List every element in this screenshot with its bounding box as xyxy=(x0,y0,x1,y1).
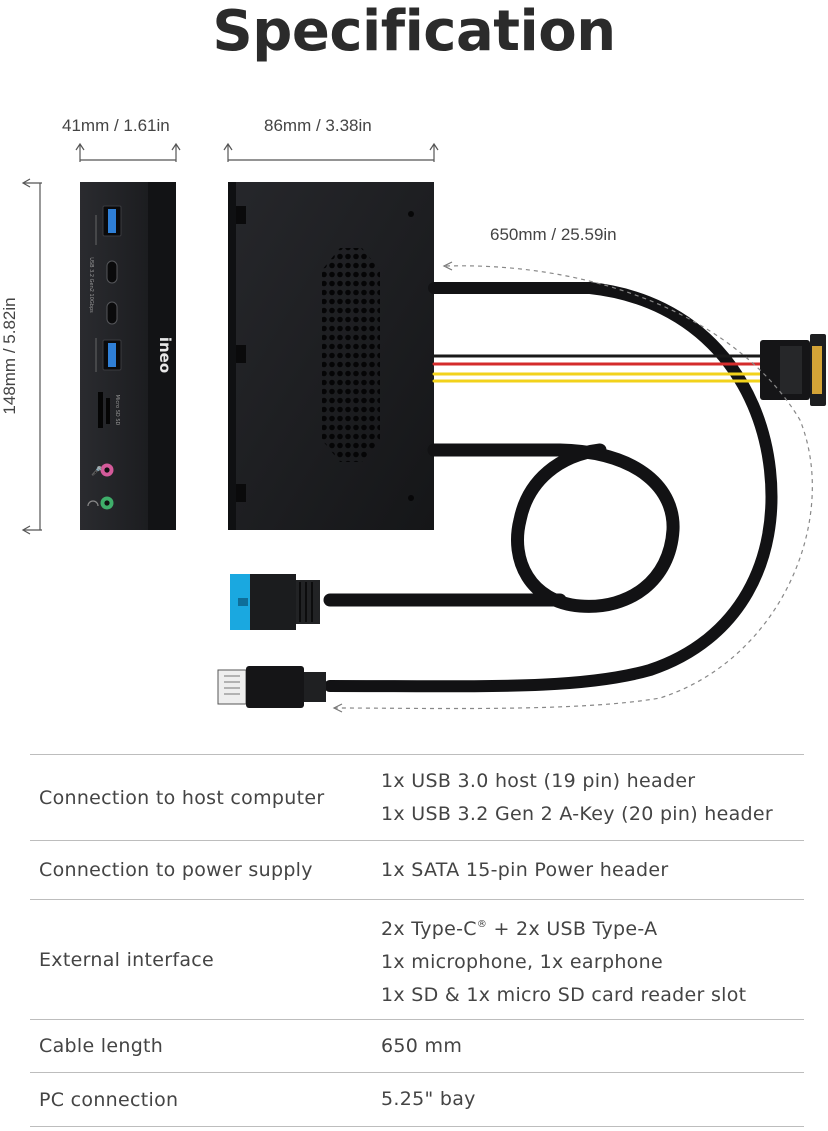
table-row: Cable length 650 mm xyxy=(30,1019,804,1073)
usb-c-port-2 xyxy=(106,301,118,325)
cable-length-indicator xyxy=(332,261,813,713)
usb-20pin-cable xyxy=(427,443,680,613)
ventilation-grille xyxy=(322,248,380,462)
usb-19pin-cable xyxy=(324,282,778,693)
cables xyxy=(323,282,778,693)
usb-a-port-bottom xyxy=(102,339,122,371)
registered-mark: ® xyxy=(476,918,488,930)
spec-label: Cable length xyxy=(39,1035,164,1057)
height-dimension-line xyxy=(21,178,42,535)
table-row: PC connection 5.25" bay xyxy=(30,1072,804,1127)
product-diagram: ineo USB 3.2 Gen2 10Gbps Micro SD SD 🎤 xyxy=(21,142,826,713)
specification-table: Connection to host computer 1x USB 3.0 h… xyxy=(30,754,804,1127)
brand-logo: ineo xyxy=(156,337,174,373)
spec-value: 5.25" bay xyxy=(381,1088,476,1110)
spec-value: 2x Type-C® + 2x USB Type-A 1x microphone… xyxy=(381,917,747,1006)
sata-power-connector xyxy=(760,334,826,406)
sd-card-slot xyxy=(98,392,110,428)
usb-20pin-key-a-connector xyxy=(217,666,326,708)
depth-dimension-line xyxy=(75,142,181,162)
usb-19pin-header-connector xyxy=(230,574,320,630)
depth-dimension-label: 41mm / 1.61in xyxy=(62,116,170,135)
front-panel: ineo USB 3.2 Gen2 10Gbps Micro SD SD 🎤 xyxy=(80,182,176,530)
cable-length-dimension-label: 650mm / 25.59in xyxy=(490,225,617,244)
width-dimension-line xyxy=(223,142,439,162)
spec-value: 650 mm xyxy=(381,1034,463,1057)
spec-label: Connection to host computer xyxy=(39,786,325,809)
width-dimension-label: 86mm / 3.38in xyxy=(264,116,372,135)
bay-housing xyxy=(228,182,434,530)
page-title: Specification xyxy=(212,0,616,64)
table-row: Connection to host computer 1x USB 3.0 h… xyxy=(30,754,804,841)
earphone-icon xyxy=(87,500,99,507)
spec-value: 1x SATA 15-pin Power header xyxy=(381,858,669,881)
microphone-icon: 🎤 xyxy=(91,465,102,477)
table-row: Connection to power supply 1x SATA 15-pi… xyxy=(30,840,804,900)
usb-port-label: USB 3.2 Gen2 10Gbps xyxy=(88,257,94,313)
table-row: External interface 2x Type-C® + 2x USB T… xyxy=(30,899,804,1020)
usb-a-port-top xyxy=(102,205,122,237)
spec-value: 1x USB 3.0 host (19 pin) header 1x USB 3… xyxy=(381,769,774,825)
spec-label: External interface xyxy=(39,948,215,971)
microphone-jack: 🎤 xyxy=(91,463,114,477)
usb-c-port-1 xyxy=(106,260,118,284)
spec-label: Connection to power supply xyxy=(39,859,313,881)
spec-label: PC connection xyxy=(39,1088,179,1111)
earphone-jack xyxy=(87,496,114,510)
sd-port-label: Micro SD SD xyxy=(114,395,120,426)
